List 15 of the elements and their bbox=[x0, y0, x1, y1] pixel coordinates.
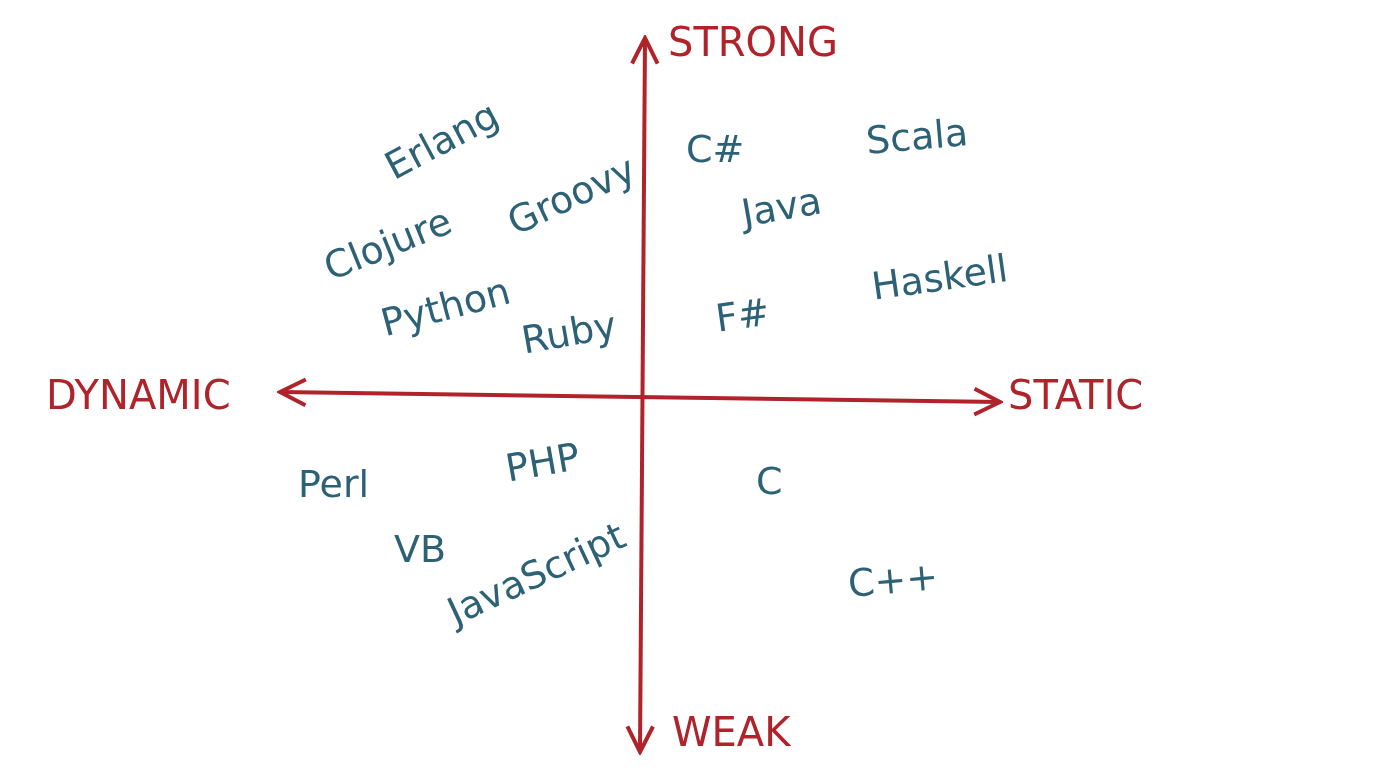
language-label: C# bbox=[686, 130, 745, 168]
axis-label: WEAK bbox=[672, 712, 791, 752]
language-label: Perl bbox=[298, 465, 370, 503]
language-label: F# bbox=[713, 292, 772, 338]
language-label: Scala bbox=[864, 113, 970, 160]
axis-label: STATIC bbox=[1008, 375, 1144, 415]
axis-label: DYNAMIC bbox=[46, 375, 231, 415]
language-label: C++ bbox=[846, 557, 940, 603]
language-label: VB bbox=[394, 530, 447, 568]
language-label: Ruby bbox=[518, 305, 620, 360]
language-label: Java bbox=[738, 181, 825, 233]
language-label: Haskell bbox=[869, 249, 1011, 306]
axis-label: STRONG bbox=[668, 22, 839, 62]
language-label: PHP bbox=[502, 437, 583, 488]
language-label: C bbox=[756, 462, 783, 500]
